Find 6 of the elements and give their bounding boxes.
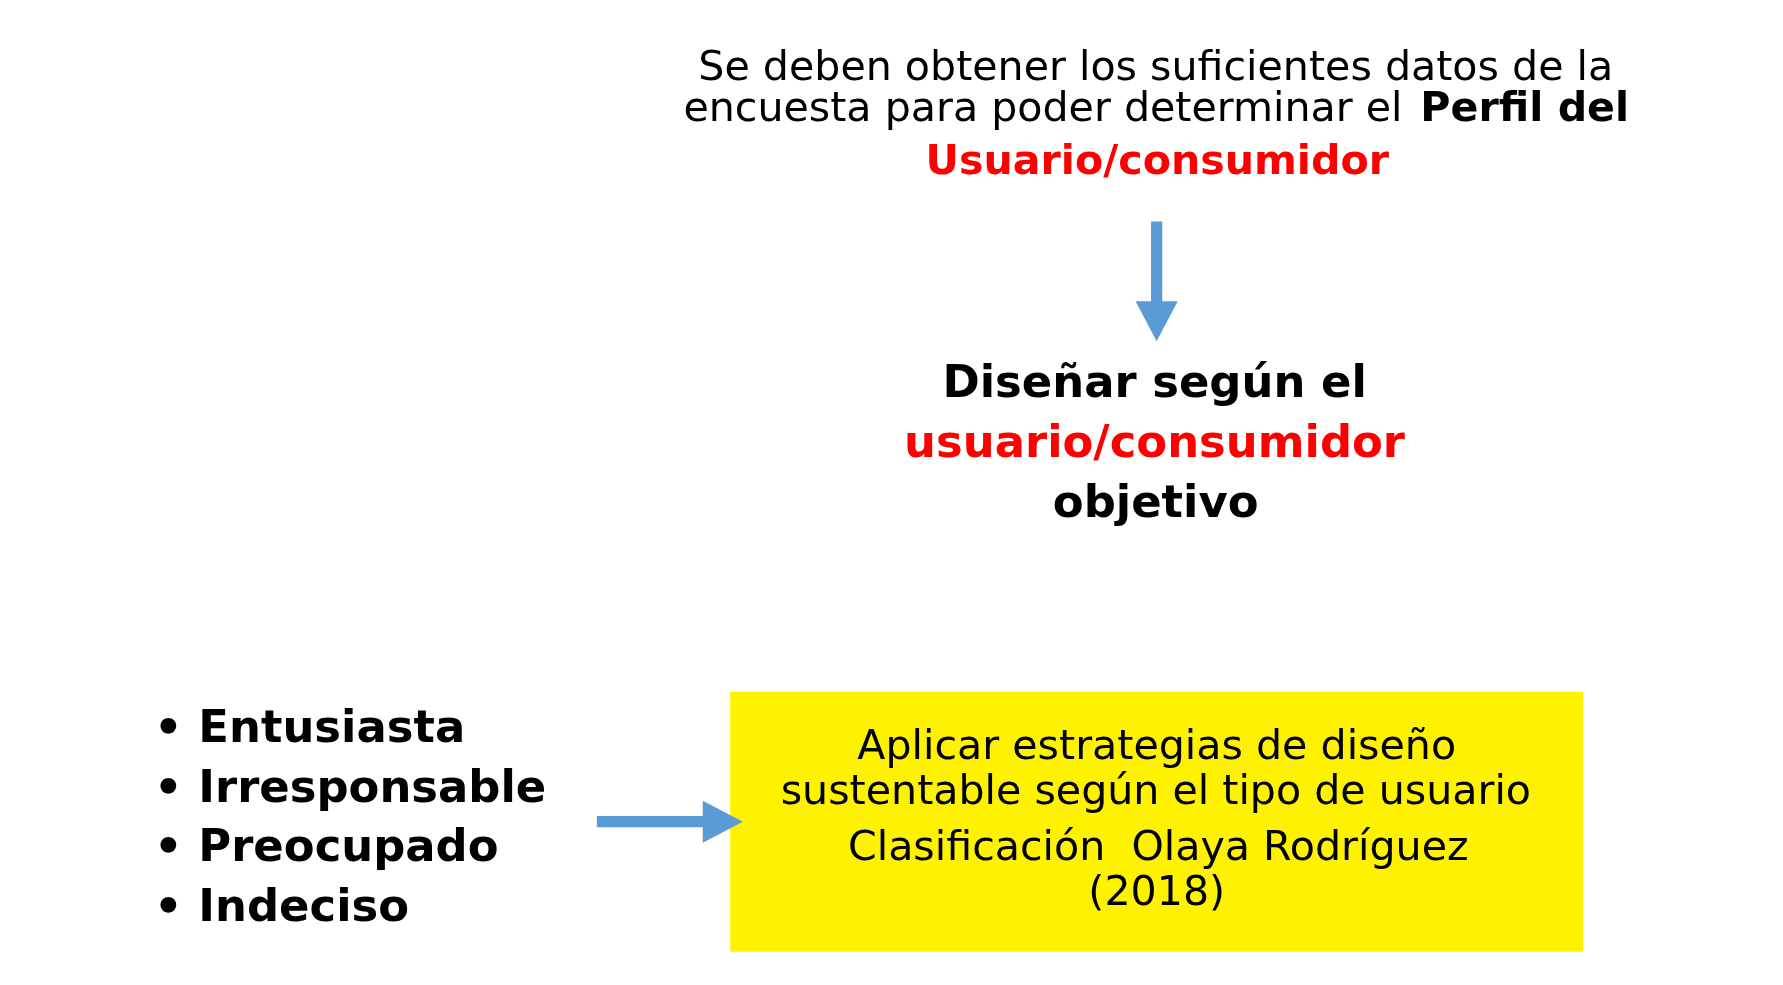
arrow <box>596 800 743 843</box>
node-text: • Entusiasta • Irresponsable • Preocupado • Indeciso <box>154 699 547 933</box>
node-text: Se deben obtener los suficientes datos de la encuesta para poder determinar el Perfil del Usuario/consumidor <box>683 42 1630 184</box>
arrow <box>1135 221 1178 342</box>
node-text: Diseñar según el usuario/consumidor objetivo <box>904 355 1406 529</box>
node-box: Aplicar estrategias de diseño sustentable según el tipo de usuario Clasificación Olaya Rodríguez (2018) <box>730 691 1584 952</box>
